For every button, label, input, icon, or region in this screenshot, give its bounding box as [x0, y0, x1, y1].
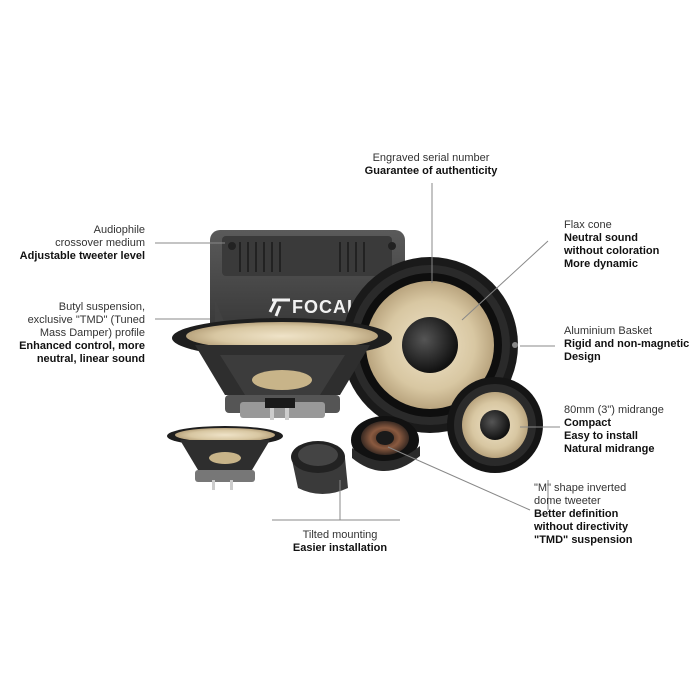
callout-text: Adjustable tweeter level	[19, 250, 145, 262]
callout-text: Guarantee of authenticity	[364, 165, 498, 177]
callout-text: Easy to install	[564, 430, 638, 442]
callout-text: Tilted mounting	[302, 529, 378, 541]
callout-text: Engraved serial number	[372, 152, 490, 164]
callout-text: "M" shape inverted	[534, 482, 627, 494]
callout-text: without coloration	[564, 245, 660, 257]
callout-flax-cone: Flax cone Neutral sound without colorati…	[564, 219, 694, 271]
callout-text: without directivity	[534, 521, 629, 533]
callout-text: Easier installation	[292, 542, 388, 554]
tilted-tweeter	[291, 441, 348, 494]
leader-lines	[155, 183, 560, 521]
callout-serial-number: Engraved serial number Guarantee of auth…	[346, 152, 516, 178]
callout-midrange: 80mm (3") midrange Compact Easy to insta…	[564, 404, 694, 456]
callout-text: Natural midrange	[564, 443, 655, 455]
callout-text: Butyl suspension,	[58, 301, 145, 313]
callout-aluminium-basket: Aluminium Basket Rigid and non-magnetic …	[564, 325, 698, 364]
callout-text: Aluminium Basket	[564, 325, 653, 337]
woofer-side	[172, 318, 392, 420]
callout-text: dome tweeter	[534, 495, 601, 507]
callout-text: More dynamic	[564, 258, 638, 270]
callout-text: crossover medium	[55, 237, 145, 249]
callout-text: Rigid and non-magnetic	[564, 338, 690, 350]
callout-crossover: Audiophile crossover medium Adjustable t…	[0, 224, 145, 263]
dome-tweeter	[351, 416, 420, 472]
callout-text: Audiophile	[93, 224, 145, 236]
callout-tilted-mounting: Tilted mounting Easier installation	[270, 529, 410, 555]
callout-text: Better definition	[534, 508, 619, 520]
callout-text: Mass Damper) profile	[39, 327, 145, 339]
callout-text: Neutral sound	[564, 232, 638, 244]
midrange-front	[447, 377, 543, 473]
callout-text: exclusive "TMD" (Tuned	[27, 314, 145, 326]
callout-text: Enhanced control, more	[19, 340, 145, 352]
callout-text: 80mm (3") midrange	[564, 404, 664, 416]
callout-text: neutral, linear sound	[36, 353, 145, 365]
callout-dome-tweeter: "M" shape inverted dome tweeter Better d…	[534, 482, 684, 547]
callout-text: Compact	[564, 417, 612, 429]
focal-logo-icon	[268, 298, 290, 317]
midrange-side	[167, 426, 283, 490]
callout-text: Design	[564, 351, 601, 363]
callout-suspension: Butyl suspension, exclusive "TMD" (Tuned…	[0, 301, 145, 366]
focal-logo-text: FOCAL	[292, 297, 359, 317]
callout-text: "TMD" suspension	[534, 534, 633, 546]
callout-text: Flax cone	[564, 219, 612, 231]
